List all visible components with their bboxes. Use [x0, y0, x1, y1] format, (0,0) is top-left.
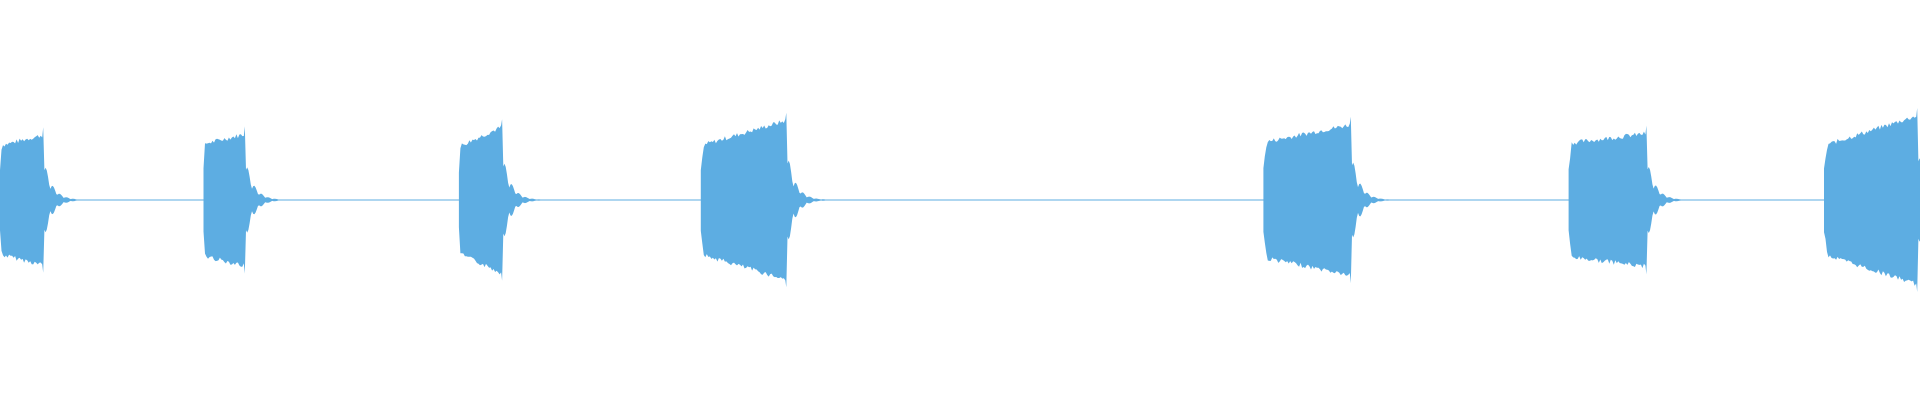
- waveform-burst-1: [0, 127, 92, 273]
- waveform-bursts: [0, 108, 1920, 292]
- waveform-burst-4: [700, 112, 835, 288]
- waveform-burst-6: [1568, 125, 1695, 275]
- waveform-burst-2: [203, 126, 293, 274]
- waveform-burst-5: [1263, 116, 1399, 284]
- waveform-burst-7: [1824, 108, 1920, 292]
- waveform-burst-3: [458, 119, 551, 281]
